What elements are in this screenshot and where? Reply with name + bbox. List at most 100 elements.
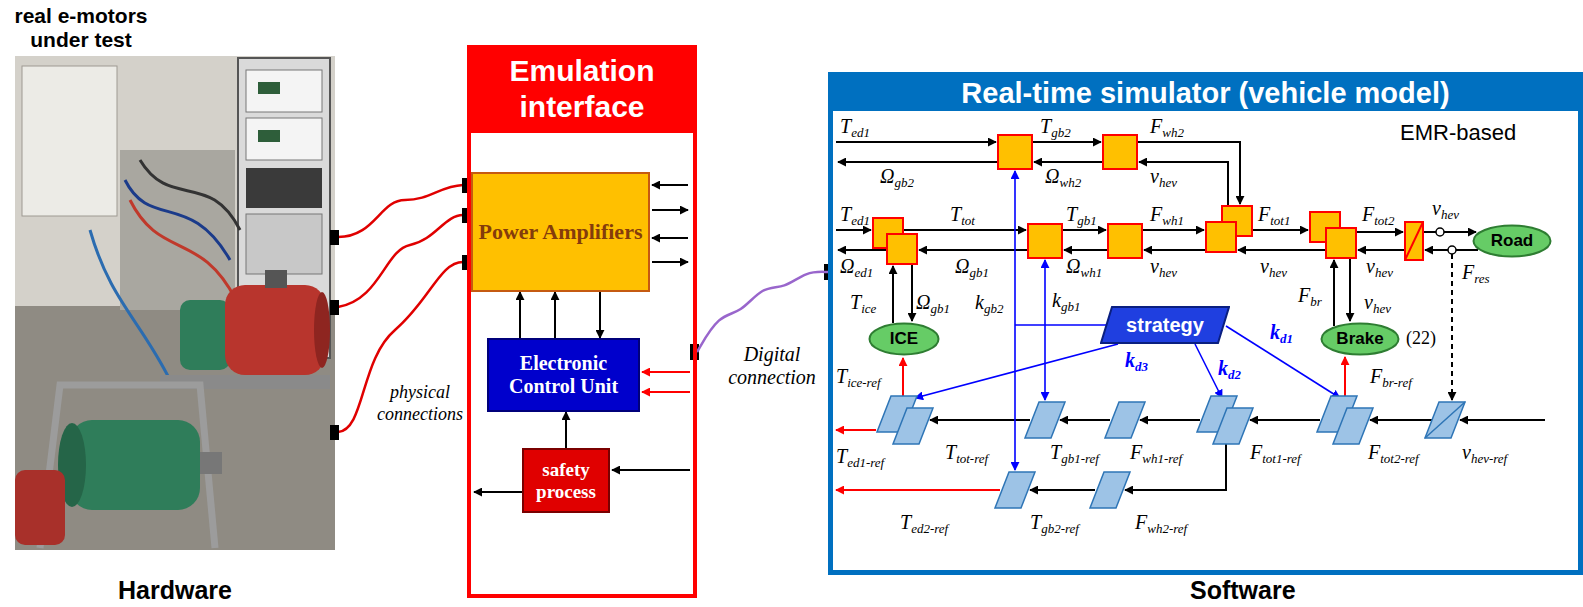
signal-name: vhev-ref (1462, 441, 1507, 463)
emr-flow (1356, 231, 1403, 233)
emr-flow (1064, 249, 1108, 251)
symbol-subscript: d1 (1280, 331, 1293, 346)
emr-block (1108, 224, 1142, 258)
inversion-block (1333, 408, 1373, 444)
lab-photo (140, 160, 240, 230)
lab-photo (15, 470, 65, 545)
strategy-block-text: strategy (1126, 314, 1204, 337)
strategy-link (915, 344, 1118, 398)
interface-signal (652, 184, 688, 186)
emr-block (1405, 222, 1423, 260)
symbol-letter: F (1250, 441, 1262, 463)
physical-wire (338, 262, 463, 432)
reference-output (902, 358, 904, 396)
signal-name: Fwh1-ref (1130, 441, 1182, 463)
emr-flow (1142, 229, 1204, 231)
label-slot: Fwh1-ref (1130, 442, 1182, 465)
label-slot: vhev (1150, 256, 1177, 279)
label-slot: kd1 (1270, 322, 1293, 345)
symbol-subscript: tot2-ref (1380, 451, 1419, 466)
symbol-letter: v (1260, 255, 1269, 277)
symbol-letter: Ω (1045, 165, 1059, 187)
emr-block (1206, 222, 1236, 252)
symbol-letter: F (1298, 284, 1310, 306)
lab-photo (22, 66, 117, 216)
emr-flow (1140, 419, 1200, 421)
interface-signal (612, 469, 690, 471)
label-slot: Ftot2-ref (1368, 442, 1419, 465)
signal-name: vhev (1150, 255, 1177, 277)
symbol-subscript: ice-ref (847, 375, 880, 390)
emr-flow (903, 229, 1026, 231)
symbol-subscript: ed1 (851, 213, 870, 228)
symbol-letter: v (1150, 165, 1159, 187)
signal-arrow (519, 292, 521, 338)
inversion-block (1105, 402, 1145, 438)
signal-name: Ftot2 (1362, 203, 1394, 225)
symbol-subscript: wh1 (1162, 213, 1184, 228)
signal-name: Tgb2-ref (1030, 511, 1079, 533)
signal-name: vhev (1364, 291, 1391, 313)
emr-flow (1062, 229, 1106, 231)
interface-signal (652, 237, 688, 239)
symbol-letter: v (1150, 255, 1159, 277)
symbol-letter: F (1258, 203, 1270, 225)
measure-point (1436, 228, 1444, 236)
symbol-subscript: wh1 (1080, 265, 1102, 280)
emr-flow (1238, 249, 1326, 251)
label-slot: Ftot1 (1258, 204, 1290, 227)
label-slot: vhev (1364, 292, 1391, 315)
label-slot: Fwh2 (1150, 116, 1184, 139)
inversion-block (877, 396, 1465, 508)
signal-name: Fwh2 (1150, 115, 1184, 137)
symbol-subscript: gb1 (1077, 213, 1097, 228)
symbol-letter: T (1050, 441, 1061, 463)
text-label: real e-motors under test (6, 4, 156, 52)
signal-name: kd2 (1218, 357, 1241, 379)
label-slot: Ωed1 (840, 256, 873, 279)
label-slot: (22) (1406, 328, 1436, 349)
label-slot: Tice-ref (836, 366, 881, 389)
label-slot: Ted1-ref (836, 446, 884, 469)
emr-flow (1370, 419, 1432, 421)
road-source-text: Road (1491, 231, 1534, 251)
emulation-interface-box-text: Emulation interface (471, 49, 693, 133)
label-slot: Ted2-ref (900, 512, 948, 535)
symbol-subscript: hev (1373, 301, 1391, 316)
emr-block (1103, 135, 1137, 169)
simulator-panel-text: Real-time simulator (vehicle model) (833, 77, 1578, 111)
signal-name: Tgb1 (1066, 203, 1097, 225)
physical-wire (338, 185, 463, 237)
symbol-subscript: gb2 (984, 301, 1004, 316)
control-unit-box-text: Electronic Control Unit (492, 352, 635, 398)
signal-arrow (565, 412, 567, 448)
symbol-subscript: ice (861, 301, 876, 316)
signal-name: vhev (1366, 255, 1393, 277)
symbol-subscript: br (1310, 294, 1322, 309)
symbol-letter: Ω (955, 255, 969, 277)
symbol-subscript: ed1-ref (847, 455, 884, 470)
emr-flow (836, 141, 996, 143)
interface-signal (652, 261, 688, 263)
emr-block (1028, 224, 1062, 258)
lab-photo (120, 150, 235, 310)
signal-name: Ftot2-ref (1368, 441, 1419, 463)
power-amplifier-box-text: Power Amplifiers (479, 219, 643, 244)
emr-flow (838, 161, 998, 163)
emr-flow (892, 266, 894, 323)
signal-name: Tgb1-ref (1050, 441, 1099, 463)
symbol-subscript: gb1-ref (1061, 451, 1099, 466)
symbol-letter: k (1052, 289, 1061, 311)
symbol-letter: k (1218, 357, 1228, 379)
symbol-subscript: gb1 (1061, 299, 1081, 314)
ellipse-outline (1322, 324, 1399, 355)
inversion-block (1425, 402, 1465, 438)
ice-source: ICE (868, 322, 940, 356)
label-slot: Ωgb1 (916, 292, 950, 315)
symbol-subscript: d3 (1135, 359, 1148, 374)
symbol-subscript: gb1 (930, 301, 950, 316)
symbol-subscript: tot-ref (956, 451, 988, 466)
signal-name: Fres (1462, 261, 1490, 283)
symbol-subscript: wh2 (1059, 175, 1081, 190)
lab-photo (125, 180, 230, 260)
